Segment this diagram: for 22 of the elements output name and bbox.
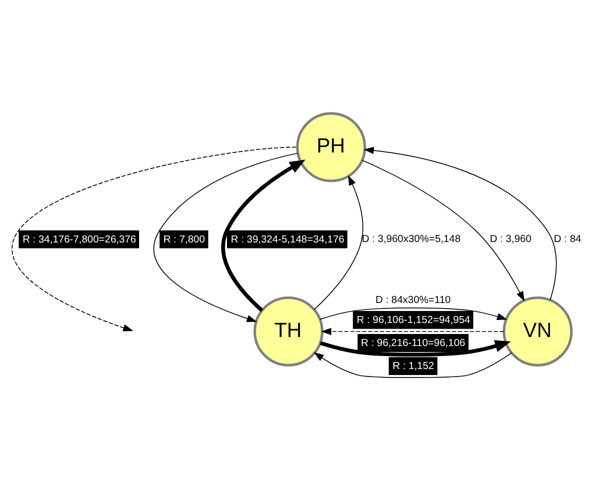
node-circle: VN	[502, 296, 573, 366]
edge-label: D : 3,960	[490, 234, 532, 245]
edge-label: D : 84	[554, 234, 582, 245]
arrow	[320, 308, 508, 320]
node-circle: PH	[296, 112, 366, 182]
arrow	[321, 328, 504, 336]
arrow	[364, 146, 557, 301]
arrow	[12, 146, 297, 332]
arrow	[153, 152, 298, 322]
edge-label: R : 96,106-1,152=94,954	[356, 315, 470, 326]
edge-label: D : 84x30%=110	[376, 294, 451, 306]
edge-label: D : 3,960x30%=5,148	[362, 234, 461, 245]
edge-label: R : 34,176-7,800=26,376	[22, 234, 136, 246]
edge-label: R : 1,152	[392, 361, 434, 372]
arrow	[221, 160, 306, 312]
edge-label: R : 7,800	[163, 234, 205, 246]
arrow	[362, 160, 525, 302]
arrow	[320, 340, 511, 357]
edge-label: R : 96,216-110=96,106	[361, 338, 466, 350]
edge-label: R : 39,324-5,148=34,176	[230, 234, 344, 246]
arrow	[314, 175, 364, 310]
arrow	[314, 352, 512, 378]
